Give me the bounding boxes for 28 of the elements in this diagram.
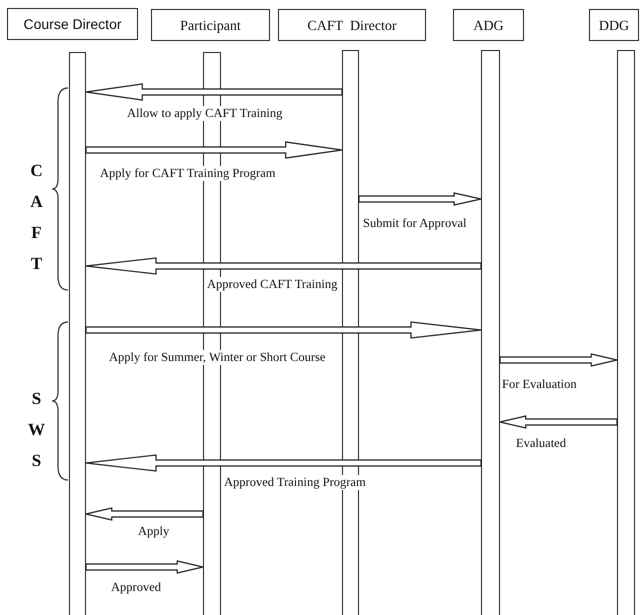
edge-label: Allow to apply CAFT Training (125, 106, 284, 121)
lifeline-bar (617, 50, 635, 615)
edge-label: Apply (136, 524, 172, 539)
edge-label: Apply for CAFT Training Program (98, 166, 278, 181)
edge-label: Approved Training Program (222, 475, 368, 490)
edge-label: Approved CAFT Training (205, 277, 340, 292)
message-arrow (85, 141, 343, 159)
message-arrow (85, 83, 343, 101)
lifeline-bar (69, 52, 86, 615)
edge-label: Approved (109, 580, 163, 595)
actor-box: CAFT Director (278, 9, 426, 41)
actor-box: DDG (589, 9, 639, 41)
edge-label: Apply for Summer, Winter or Short Course (107, 350, 328, 365)
edge-label: Submit for Approval (361, 216, 468, 231)
lifeline-bar (481, 50, 500, 615)
message-arrow (358, 192, 482, 206)
actor-box: ADG (453, 9, 524, 41)
message-arrow (499, 415, 618, 429)
message-arrow (85, 454, 482, 472)
phase-label: SWS (28, 388, 45, 472)
actor-box: Participant (151, 9, 270, 41)
message-arrow (85, 321, 482, 339)
message-arrow (499, 353, 618, 367)
phase-label: CAFT (29, 160, 44, 275)
message-arrow (85, 507, 204, 521)
message-arrow (85, 257, 482, 275)
message-arrow (85, 560, 204, 574)
actor-box: Course Director (7, 8, 138, 40)
